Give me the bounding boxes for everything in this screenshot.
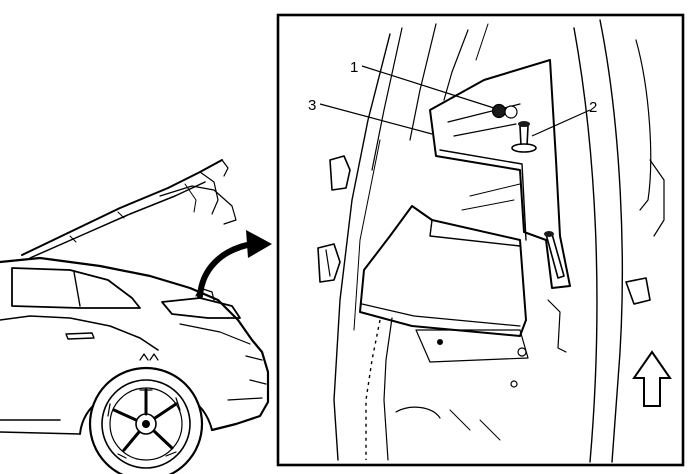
detail-frame bbox=[276, 13, 685, 467]
up-arrow-icon bbox=[632, 350, 672, 407]
push-pin-retainer bbox=[511, 121, 537, 153]
callout-1-label: 1 bbox=[350, 59, 358, 76]
callout-3-label: 3 bbox=[308, 97, 316, 114]
trim-panel bbox=[429, 59, 571, 289]
rear-wheel bbox=[88, 366, 204, 474]
callout-2-label: 2 bbox=[589, 99, 597, 116]
callout-1-leader bbox=[361, 65, 495, 109]
callout-3-leader bbox=[319, 103, 433, 135]
callout-2-leader bbox=[531, 109, 591, 137]
leader-lines bbox=[319, 65, 591, 137]
open-liftgate bbox=[21, 159, 237, 259]
storage-housing bbox=[359, 205, 527, 337]
screw-fastener bbox=[544, 231, 565, 279]
detail-view: 1 2 3 bbox=[276, 13, 685, 467]
nut-fastener bbox=[491, 103, 518, 119]
vehicle-overview bbox=[0, 159, 272, 474]
curved-arrow-icon bbox=[197, 230, 272, 299]
body-structure bbox=[317, 19, 665, 463]
